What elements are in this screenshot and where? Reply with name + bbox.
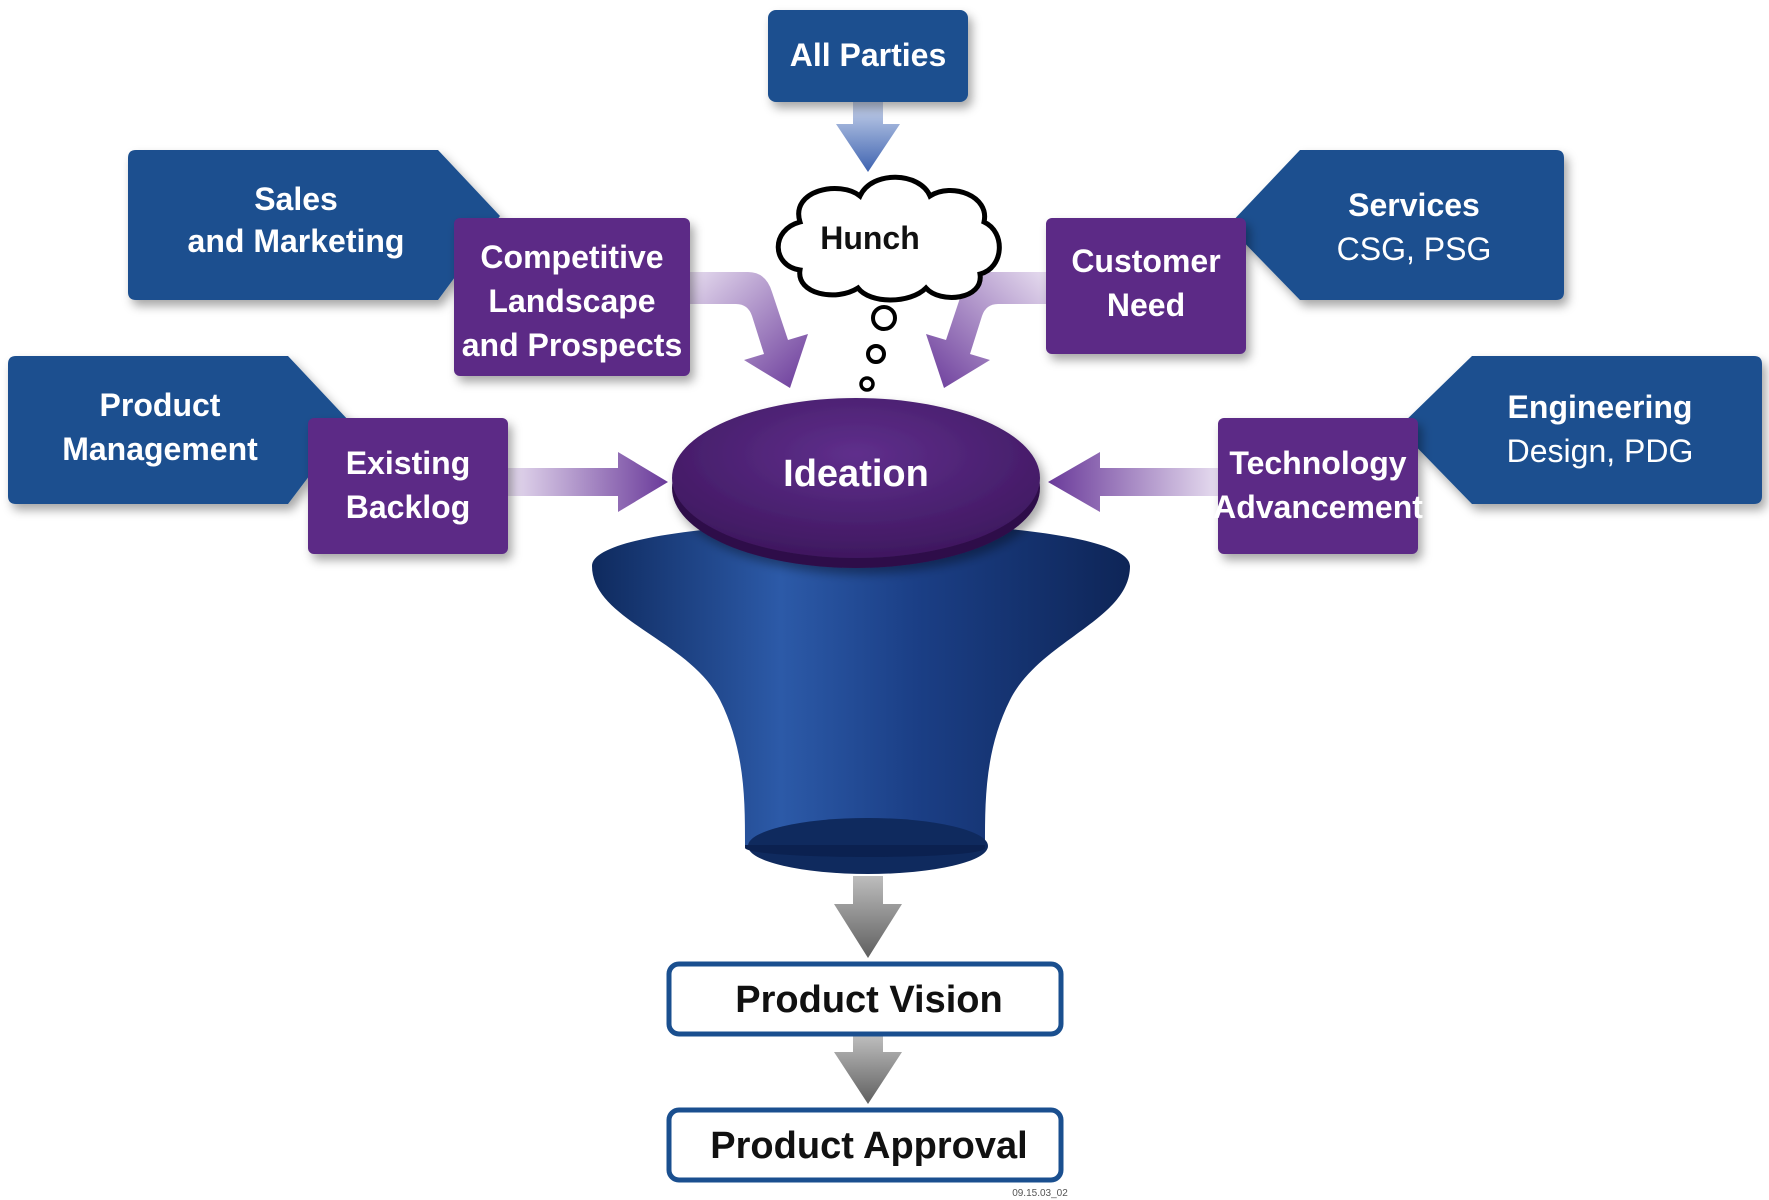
arrow-vision-to-approval <box>834 1036 902 1104</box>
engineering-box <box>1398 356 1762 504</box>
label-line: Product Approval <box>710 1125 1027 1167</box>
services-title: Services <box>1348 187 1480 223</box>
arrow-competitive-to-ideation <box>688 272 808 388</box>
hunch-label: Hunch <box>820 220 920 256</box>
product-vision-label: Product Vision <box>735 979 1002 1021</box>
label-line: Product Vision <box>735 979 1002 1021</box>
sales-marketing-label: Sales and Marketing <box>188 181 405 259</box>
label-line: Backlog <box>346 489 470 525</box>
label-line: Advancement <box>1213 489 1423 525</box>
engineering-title: Engineering <box>1508 389 1693 425</box>
label-line: and Prospects <box>462 327 683 363</box>
product-management-box <box>8 356 350 504</box>
sales-marketing-box <box>128 150 500 300</box>
label-line: Technology <box>1229 445 1406 481</box>
funnel <box>592 522 1130 874</box>
label-line: Competitive <box>480 239 663 275</box>
arrow-customer-need-to-ideation <box>926 272 1046 388</box>
services-box <box>1228 150 1564 300</box>
customer-need-box <box>1046 218 1246 354</box>
figure-code: 09.15.03_02 <box>1012 1188 1068 1199</box>
label-line: Need <box>1107 287 1185 323</box>
label-line: Sales <box>254 181 338 217</box>
product-approval-label: Product Approval <box>710 1125 1027 1167</box>
label-line: Product <box>100 387 221 423</box>
arrow-funnel-to-vision <box>834 876 902 958</box>
product-approval-box <box>666 1107 1064 1183</box>
arrow-backlog-to-ideation <box>508 452 668 512</box>
arrow-all-parties-to-hunch <box>836 102 900 172</box>
label-line: and Marketing <box>188 223 405 259</box>
arrow-technology-to-ideation <box>1048 452 1218 512</box>
hunch-cloud <box>775 174 1002 392</box>
engineering-subtitle: Design, PDG <box>1507 433 1694 469</box>
technology-box <box>1218 418 1418 554</box>
existing-backlog-box <box>308 418 508 554</box>
label-line: Landscape <box>488 283 655 319</box>
product-vision-box <box>666 961 1064 1037</box>
label-line: Customer <box>1071 243 1220 279</box>
label-line: Hunch <box>820 220 920 256</box>
ideation-label: Ideation <box>783 453 929 495</box>
ideation-disc <box>672 398 1040 568</box>
services-subtitle: CSG, PSG <box>1337 231 1492 267</box>
all-parties-label: All Parties <box>790 37 947 73</box>
label-line: Management <box>62 431 258 467</box>
label-line: Existing <box>346 445 470 481</box>
competitive-box <box>454 218 690 376</box>
all-parties-box <box>768 10 968 102</box>
label-line: All Parties <box>790 37 947 73</box>
label-line: Ideation <box>783 453 929 495</box>
